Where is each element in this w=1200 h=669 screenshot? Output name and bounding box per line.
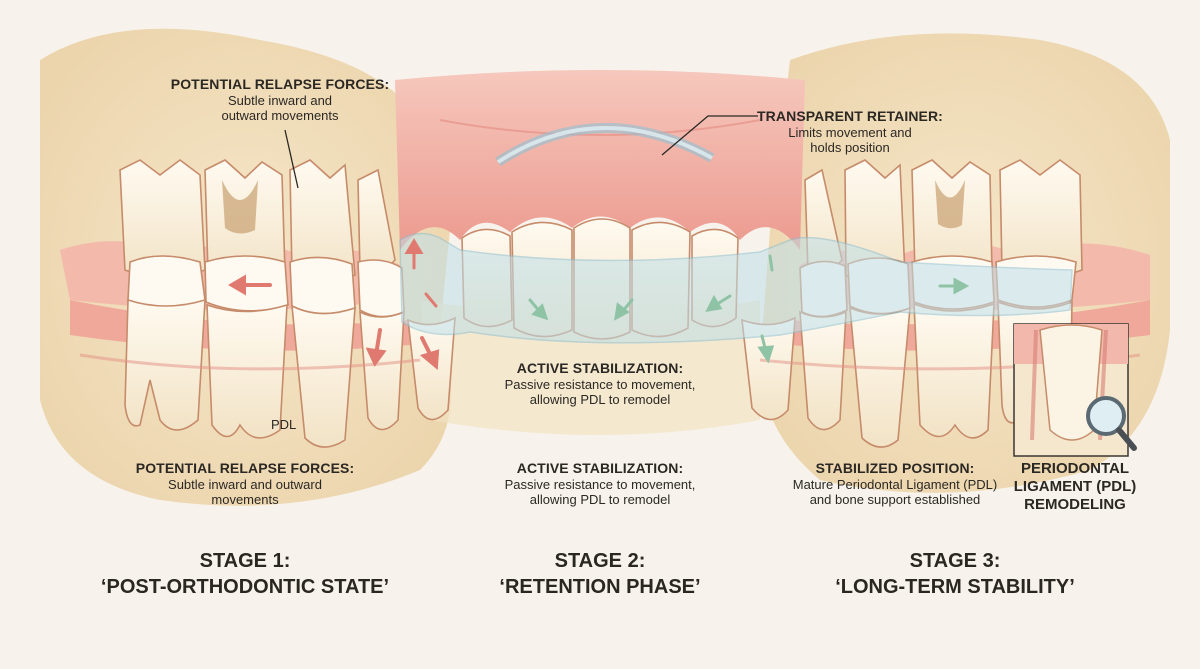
relapse-bottom-callout: POTENTIAL RELAPSE FORCES: Subtle inward … xyxy=(115,460,375,508)
relapse-force-arrows xyxy=(228,238,440,371)
stabilized-body: Mature Periodontal Ligament (PDL) and bo… xyxy=(792,476,998,508)
pdl-remodeling-label: PERIODONTAL LIGAMENT (PDL) REMODELING xyxy=(1013,460,1137,513)
stage-2-name: ‘RETENTION PHASE’ xyxy=(499,576,701,598)
stage-1-name: ‘POST-ORTHODONTIC STATE’ xyxy=(100,576,390,598)
left-upper-teeth xyxy=(119,159,396,284)
retainer-title: TRANSPARENT RETAINER: xyxy=(757,108,943,124)
transparent-retainer xyxy=(399,123,1073,344)
active-mid-callout: ACTIVE STABILIZATION: Passive resistance… xyxy=(480,360,720,408)
upper-gum xyxy=(395,70,805,250)
stage-1-number: STAGE 1: xyxy=(199,550,291,572)
right-upper-teeth xyxy=(804,159,1083,284)
active-bottom-callout: ACTIVE STABILIZATION: Passive resistance… xyxy=(480,460,720,508)
relapse-top-body: Subtle inward and outward movements xyxy=(221,92,339,124)
magnifier-icon xyxy=(1086,396,1137,451)
relapse-top-title: POTENTIAL RELAPSE FORCES: xyxy=(170,76,390,92)
pdl-tag: PDL xyxy=(271,417,297,432)
stabilized-callout: STABILIZED POSITION: Mature Periodontal … xyxy=(770,460,1020,508)
stage-2-heading: STAGE 2: ‘RETENTION PHASE’ xyxy=(435,548,765,600)
active-bottom-title: ACTIVE STABILIZATION: xyxy=(516,460,684,476)
stabilization-arrows xyxy=(528,254,970,364)
active-mid-title: ACTIVE STABILIZATION: xyxy=(516,360,684,376)
stage-1-heading: STAGE 1: ‘POST-ORTHODONTIC STATE’ xyxy=(80,548,410,600)
retainer-body: Limits movement and holds position xyxy=(788,124,912,156)
relapse-bottom-title: POTENTIAL RELAPSE FORCES: xyxy=(135,460,355,476)
active-bottom-body: Passive resistance to movement, allowing… xyxy=(504,476,696,508)
stabilized-title: STABILIZED POSITION: xyxy=(815,460,975,476)
relapse-top-callout: POTENTIAL RELAPSE FORCES: Subtle inward … xyxy=(160,76,400,124)
retainer-callout: TRANSPARENT RETAINER: Limits movement an… xyxy=(740,108,960,156)
left-lower-teeth xyxy=(124,298,456,448)
leader-lines xyxy=(284,115,758,189)
pdl-inset xyxy=(1013,323,1129,457)
relapse-bottom-body: Subtle inward and outward movements xyxy=(168,476,322,508)
stage-3-name: ‘LONG-TERM STABILITY’ xyxy=(835,576,1075,598)
stage-3-number: STAGE 3: xyxy=(909,550,1001,572)
active-mid-body: Passive resistance to movement, allowing… xyxy=(504,376,696,408)
stage-3-heading: STAGE 3: ‘LONG-TERM STABILITY’ xyxy=(790,548,1120,600)
stage-2-number: STAGE 2: xyxy=(554,550,646,572)
